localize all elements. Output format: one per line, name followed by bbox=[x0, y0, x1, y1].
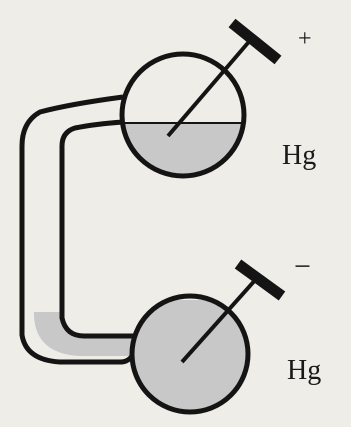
bottom-bulb-mercury bbox=[132, 300, 248, 412]
top-electrode-terminal bbox=[228, 18, 282, 65]
tube-inner-wall bbox=[59, 119, 136, 339]
bottom-electrode-terminal bbox=[234, 259, 286, 301]
bottom-bulb bbox=[129, 293, 251, 415]
negative-terminal-label: − bbox=[294, 250, 311, 283]
top-bulb bbox=[119, 51, 247, 179]
top-mercury-label: Hg bbox=[282, 140, 317, 171]
tube-mercury bbox=[34, 312, 150, 356]
top-bulb-mercury bbox=[122, 123, 244, 176]
bottom-mercury-label: Hg bbox=[287, 355, 322, 386]
top-electrode-wire bbox=[166, 35, 255, 138]
positive-terminal-label: + bbox=[298, 26, 312, 52]
bottom-electrode-wire bbox=[180, 276, 259, 364]
tube-outer-wall bbox=[19, 94, 135, 365]
